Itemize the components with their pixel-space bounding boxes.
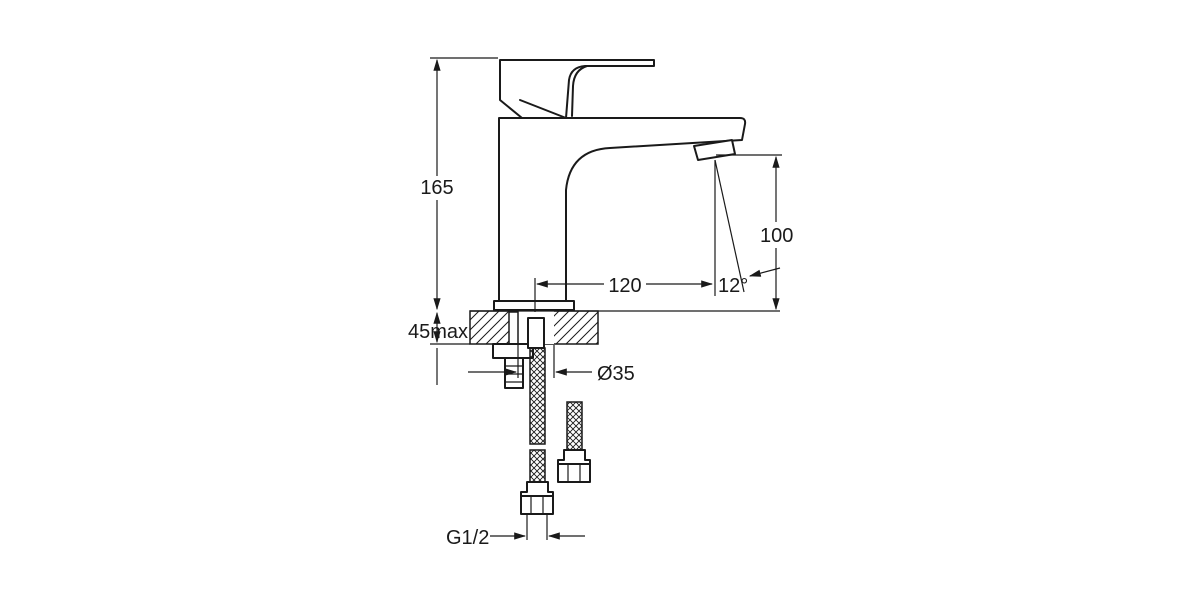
dimension-spout-reach: 120: [534, 272, 714, 312]
thread-label: G1/2: [446, 527, 489, 549]
dimension-counter-thickness: 45max: [408, 311, 470, 385]
spout-centerline: [714, 154, 782, 296]
spout-reach-label: 120: [608, 275, 641, 297]
supply-hose-short: [557, 401, 591, 483]
dimension-hole-diameter: Ø35: [468, 345, 635, 385]
hole-diameter-label: Ø35: [597, 363, 635, 385]
supply-hose-long: [520, 317, 554, 515]
spout-angle-label: 12°: [718, 275, 748, 297]
dimension-spout-angle: 12°: [718, 267, 781, 297]
dimension-total-height: 165: [418, 57, 498, 311]
spout-height-label: 100: [760, 225, 793, 247]
dimension-thread: G1/2: [446, 514, 585, 549]
faucet-body: [493, 59, 747, 311]
counter-thickness-label: 45max: [408, 321, 468, 343]
dimension-spout-height: 100: [760, 155, 793, 311]
height-total-label: 165: [420, 177, 453, 199]
